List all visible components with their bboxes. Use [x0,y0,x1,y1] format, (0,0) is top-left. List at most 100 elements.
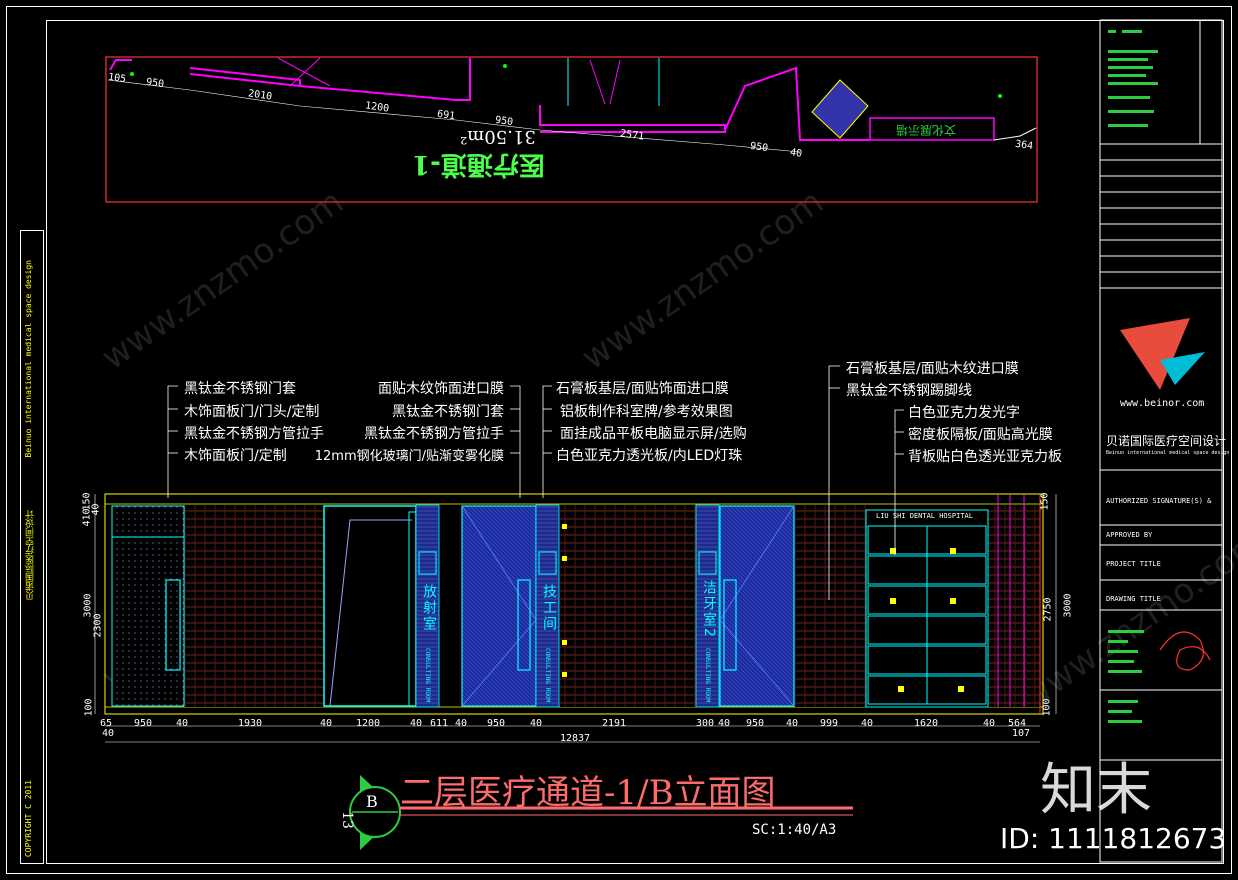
callout-mid-1: 面贴木纹饰面进口膜 [378,381,504,397]
plan-dim-2: 950 [145,76,165,91]
display-cabinet [865,509,989,708]
sign-cleaning: 洁牙室2 [701,580,717,639]
section-number: 13 [338,811,355,829]
section-letter: B [366,792,378,811]
sign-screen-2 [538,551,557,575]
tb-bar-13 [1108,650,1138,653]
column-light-4 [562,672,567,677]
tb-bar-18 [1108,720,1142,723]
display-shelves [867,525,987,705]
drawing-scale: SC:1:40/A3 [752,822,837,838]
tb-company-cn: 贝诺国际医疗空间设计 [1106,434,1227,448]
bdim-19: 1620 [914,718,939,729]
callout-right-1: 石膏板基层/面贴木纹进口膜 [846,361,1019,377]
column-light-3 [562,640,567,645]
shelf-light-3 [890,598,896,604]
plan-dimline [107,79,801,153]
glass-door-4 [719,505,795,707]
bsub-1: 40 [102,728,115,739]
plan-label: 医疗通道-1 [412,149,545,179]
bdim-20: 40 [983,718,996,729]
bsub-2: 107 [1012,728,1031,739]
signature-scribble [1159,631,1211,671]
glass-door-3-handle [517,579,531,671]
tb-bar-9 [1108,110,1154,113]
glass-door-4-diag-b [719,619,795,707]
tb-authorized: AUTHORIZED SIGNATURE(S) & [1106,497,1212,505]
tb-bar-17 [1108,710,1132,713]
bdim-18: 40 [861,718,874,729]
bdim-14: 40 [718,718,731,729]
left-strip [20,230,44,864]
plan-wall-2 [299,58,471,101]
wall-panel-3 [795,505,867,707]
sign-column-3 [695,504,720,708]
inner-frame [46,20,1224,864]
tb-approved: APPROVED BY [1106,531,1153,539]
shelf-lights [890,548,964,692]
tb-bar-5 [1108,66,1153,69]
plan-diamond [811,79,869,139]
door-1 [111,505,185,707]
shelf-light-4 [950,598,956,604]
tb-bar-14 [1108,660,1134,663]
drawing-title: 二层医疗通道-1/B立面图 [400,773,776,813]
tb-bar-15 [1108,670,1142,673]
door-2-leaf [329,519,412,707]
tb-bar-16 [1108,700,1138,703]
tb-url: www.beinor.com [1120,398,1205,409]
rdim-1: 150 [1039,492,1051,511]
bdim-21: 564 [1008,718,1027,729]
bdim-1: 65 [100,718,113,729]
bdim-9: 40 [455,718,468,729]
plan-wall-1 [189,67,301,88]
brand-watermark: 知末 [1040,758,1152,823]
display-header: LIU SHI DENTAL HOSPITAL [876,512,973,520]
column-light-1 [562,524,567,529]
tb-bar-1 [1108,30,1116,33]
plan-dim-1: 105 [107,71,127,86]
plan-marker-2 [503,64,507,68]
plan-line-c [589,59,606,105]
bdim-8: 611 [430,718,449,729]
callout-left-4: 木饰面板门/定制 [184,448,287,464]
plan-wall-4 [724,66,870,141]
id-watermark: ID: 1111812673 [1000,822,1227,855]
sign-column-1 [415,504,440,708]
ldim-6: 100 [83,698,95,717]
leader-mid [510,385,521,498]
tb-bar-10 [1108,124,1148,127]
column-light-2 [562,556,567,561]
plan-curve [993,127,1037,141]
bdim-16: 40 [786,718,799,729]
shelf-light-2 [950,548,956,554]
callout-right-3: 白色亚克力发光字 [908,405,1020,421]
plan-sign-box [869,117,995,141]
wall-panel-4 [988,505,1040,707]
plan-dim-8: 950 [749,140,769,155]
sign-screen-1 [418,551,437,575]
tb-bar-6 [1108,74,1146,77]
sign-radiology: 放射室 [421,584,437,632]
callout-right-4: 密度板隔板/面贴高光膜 [908,427,1053,443]
plan-line-d [609,59,621,105]
tb-company-en: Beinuo international medical space desig… [1106,450,1230,456]
shelf-light-1 [890,548,896,554]
plan-dim-10: 364 [1014,138,1034,153]
callout-center-3: 面挂成品平板电脑显示屏/选购 [560,426,747,442]
tb-bar-3 [1108,50,1158,53]
plan-dim-6: 950 [494,114,514,129]
callout-left-1: 黑钛金不锈钢门套 [184,381,296,397]
plan-border [105,56,1038,203]
elevation-outline [104,493,1044,715]
plan-dim-5: 691 [436,108,456,123]
rdim-3: 2750 [1042,597,1054,622]
rdim-4: 100 [1041,698,1053,717]
callout-right-2: 黑钛金不锈钢踢脚线 [846,383,972,399]
plan-wall-3 [539,105,726,133]
shelf-light-5 [898,686,904,692]
wall-panel-2 [560,505,696,707]
plan-line-f [289,57,321,87]
callout-left-3: 黑钛金不锈钢方管拉手 [184,426,324,442]
